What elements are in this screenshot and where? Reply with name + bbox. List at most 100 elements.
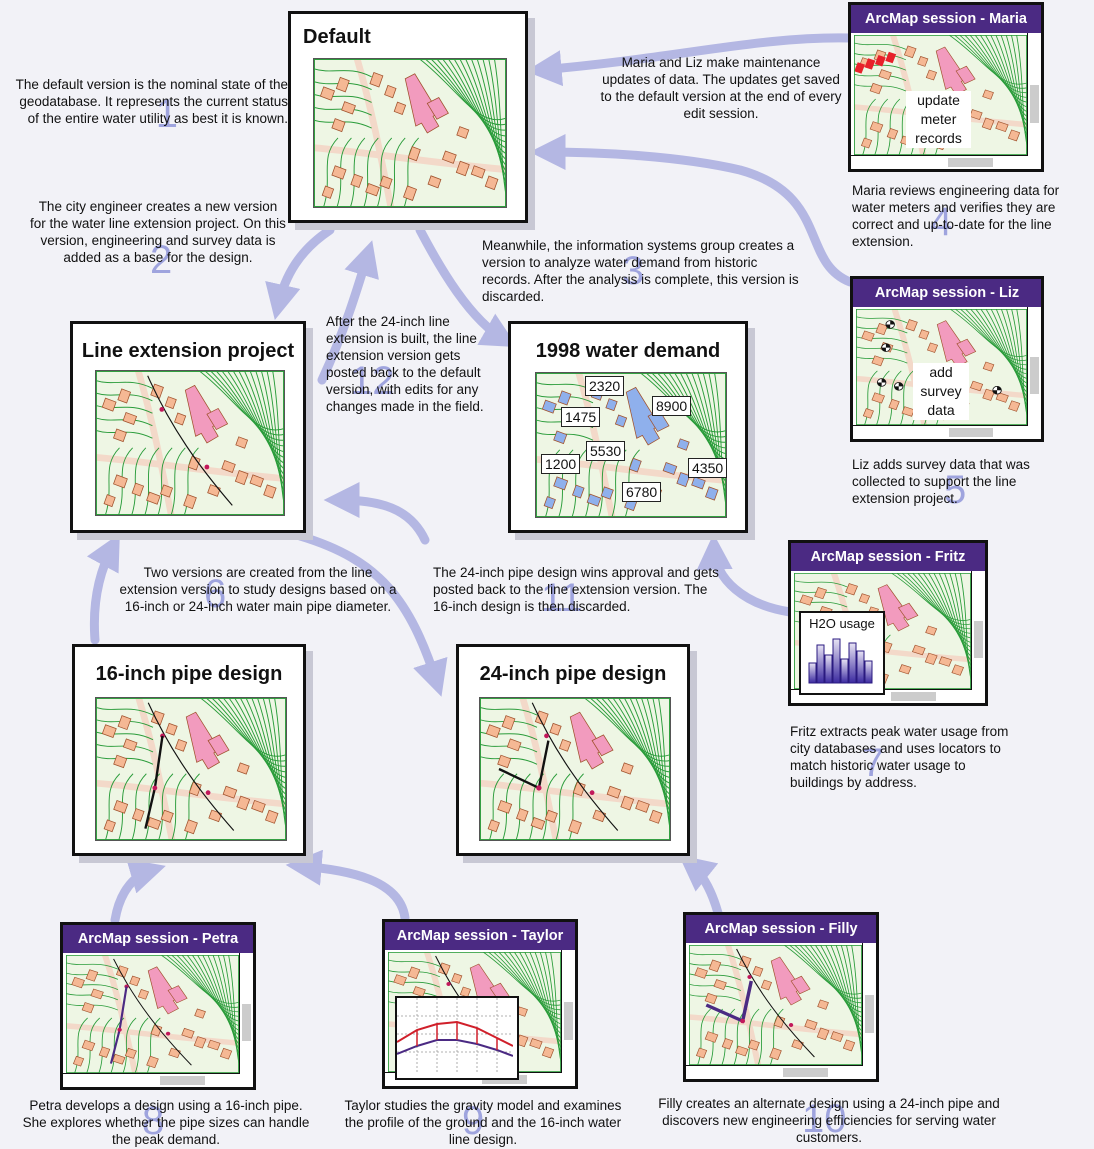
version-pipe24[interactable]: 24-inch pipe design [456,644,690,856]
scroll-thumb[interactable] [949,428,993,437]
step-10-description: 10 Filly creates an alternate design usi… [654,1095,1004,1146]
scroll-thumb[interactable] [974,621,983,659]
step-2-description: 2 The city engineer creates a new versio… [30,198,286,280]
version-pipe16[interactable]: 16-inch pipe design [72,644,306,856]
session-taylor[interactable]: ArcMap session - Taylor [382,919,578,1089]
step-11-text: The 24-inch pipe design wins approval an… [433,565,719,614]
step-1-text: The default version is the nominal state… [15,77,288,126]
arrow-line-extension-to-default [317,240,379,385]
filly-map [689,945,862,1065]
scroll-thumb[interactable] [160,1076,205,1085]
arrow-maria-to-default [525,33,855,87]
session-petra-title: ArcMap session - Petra [63,925,253,953]
version-line-extension[interactable]: Line extension project [70,321,306,533]
demand-label-5: 1200 [541,454,581,474]
session-liz[interactable]: ArcMap session - Liz add survey data [850,276,1044,442]
scroll-thumb[interactable] [948,158,993,167]
arrow-liz-to-default [529,134,855,287]
scroll-thumb[interactable] [1030,357,1039,395]
step-4-description: 4 Maria reviews engineering data for wat… [852,182,1088,250]
session-liz-title: ArcMap session - Liz [853,279,1041,307]
step-3-text: Meanwhile, the information systems group… [482,238,799,304]
arrow-default-to-water-demand [415,225,518,348]
version-water-demand[interactable]: 1998 water demand 2320 8900 1475 5530 12… [508,321,748,533]
horizontal-scrollbar[interactable] [853,425,1028,439]
step-8-number: 8 [142,1099,165,1143]
session-fritz-title: ArcMap session - Fritz [791,543,985,571]
arrow-filly-to-pipe24 [678,855,723,918]
maria-label: update meter records [906,91,971,148]
vertical-scrollbar[interactable] [561,950,575,1086]
vertical-scrollbar[interactable] [862,943,876,1079]
maintenance-description: Maria and Liz make maintenance updates o… [598,54,844,122]
horizontal-scrollbar[interactable] [851,155,1028,169]
vertical-scrollbar[interactable] [1027,307,1041,439]
version-default-title: Default [303,26,371,48]
arrow-taylor-to-pipe16 [285,849,410,923]
step-11-description: 11 The 24-inch pipe design wins approval… [433,564,719,620]
horizontal-scrollbar[interactable] [686,1065,863,1079]
scroll-thumb[interactable] [1030,84,1039,123]
pipe16-map [95,697,287,841]
step-7-number: 7 [862,741,885,785]
scroll-thumb[interactable] [890,692,936,701]
h2o-usage-histogram [808,638,873,684]
step-6-text: Two versions are created from the line e… [119,565,397,614]
vertical-scrollbar[interactable] [971,571,985,703]
step-8-text: Petra develops a design using a 16-inch … [22,1098,310,1147]
step-5-text: Liz adds survey data that was collected … [852,457,1030,506]
arrow-default-to-line-extension [265,225,335,321]
arrow-line-extension-to-pipe16 [86,533,120,645]
step-5-description: 5 Liz adds survey data that was collecte… [852,456,1072,512]
horizontal-scrollbar[interactable] [63,1073,240,1087]
step-8-description: 8 Petra develops a design using a 16-inc… [16,1097,316,1148]
default-map [313,58,507,208]
scroll-thumb[interactable] [783,1068,828,1077]
demand-label-3: 1475 [561,407,601,427]
session-taylor-title: ArcMap session - Taylor [385,922,575,950]
step-4-number: 4 [930,200,953,244]
step-4-text: Maria reviews engineering data for water… [852,183,1060,249]
session-fritz[interactable]: ArcMap session - Fritz H2O usage [788,540,988,706]
version-default[interactable]: Default [288,11,528,223]
step-3-description: 3 Meanwhile, the information systems gro… [482,237,802,305]
step-12-text: After the 24-inch line extension is buil… [326,314,484,414]
step-6-description: 6 Two versions are created from the line… [118,564,398,615]
gravity-profile-panel [395,996,519,1080]
petra-map [66,955,239,1073]
step-9-description: 9 Taylor studies the gravity model and e… [338,1097,628,1148]
gravity-profile-graph [396,998,514,1074]
pipe24-map [479,697,671,841]
step-1-number: 1 [155,92,178,136]
step-5-number: 5 [944,468,967,512]
step-12-description: 12 After the 24-inch line extension is b… [326,313,486,415]
session-petra[interactable]: ArcMap session - Petra [60,922,256,1090]
vertical-scrollbar[interactable] [239,953,253,1087]
step-11-number: 11 [541,576,583,620]
session-maria-title: ArcMap session - Maria [851,5,1041,33]
maintenance-text: Maria and Liz make maintenance updates o… [600,55,842,121]
pipe-profile-line [396,1039,514,1057]
step-9-number: 9 [462,1099,485,1143]
arrow-fritz-to-water-demand [696,533,795,617]
vertical-scrollbar[interactable] [1027,33,1041,169]
step-7-description: 7 Fritz extracts peak water usage from c… [790,723,1010,791]
scroll-thumb[interactable] [242,1003,251,1042]
step-9-text: Taylor studies the gravity model and exa… [344,1098,622,1147]
h2o-usage-label: H2O usage [809,616,875,631]
scroll-thumb[interactable] [865,994,874,1033]
step-12-number: 12 [350,359,395,403]
scroll-thumb[interactable] [564,1001,573,1040]
line-extension-map [95,370,285,516]
version-pipe16-title: 16-inch pipe design [95,663,283,685]
arrow-pipe24-to-line-extension [323,482,430,545]
step-6-number: 6 [204,572,227,616]
version-water-demand-title: 1998 water demand [535,340,721,362]
liz-label: add survey data [913,363,969,420]
session-maria[interactable]: ArcMap session - Maria update meter reco… [848,2,1044,172]
version-pipe24-title: 24-inch pipe design [479,663,667,685]
h2o-usage-panel: H2O usage [799,611,885,695]
session-filly[interactable]: ArcMap session - Filly [683,912,879,1082]
arrow-petra-to-pipe16 [110,858,166,925]
